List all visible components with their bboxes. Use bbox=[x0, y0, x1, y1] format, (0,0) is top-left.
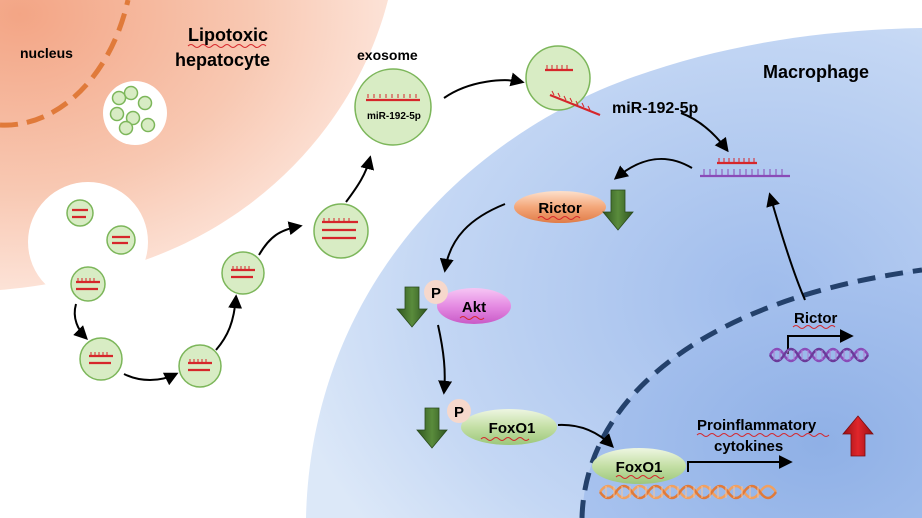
nucleus-envelope bbox=[0, 0, 131, 128]
akt-protein: Akt P bbox=[424, 280, 511, 324]
nuclear-foxo1-label: FoxO1 bbox=[616, 459, 663, 476]
foxo1-phospho-badge bbox=[447, 399, 471, 423]
hepatocyte-label-line2: hepatocyte bbox=[175, 50, 270, 70]
foxo1-protein: FoxO1 P bbox=[447, 399, 557, 445]
mirna-mrna-duplex bbox=[700, 158, 790, 178]
hepatocyte-label-line1: Lipotoxic bbox=[188, 25, 268, 45]
nucleus-label: nucleus bbox=[20, 45, 73, 61]
multivesicular-body bbox=[28, 182, 148, 302]
rictor-gene-label: Rictor bbox=[794, 310, 838, 327]
akt-phospho-badge bbox=[424, 280, 448, 304]
macrophage-label: Macrophage bbox=[763, 62, 869, 82]
rictor-protein: Rictor bbox=[514, 191, 606, 223]
cytokines-output: Proinflammatory cytokines bbox=[696, 415, 874, 457]
akt-phospho-decrease-arrow bbox=[396, 286, 428, 328]
foxo1-phospho-decrease-arrow bbox=[416, 407, 448, 449]
vesicle-2 bbox=[178, 344, 222, 388]
macrophage-mirna-label: miR-192-5p bbox=[612, 100, 698, 117]
vesicle-1 bbox=[79, 337, 123, 381]
cytokines-label-line2: cytokines bbox=[714, 438, 783, 455]
hepatocyte-cell: nucleus Lipotoxic hepatocyte bbox=[0, 0, 388, 302]
fused-exosome bbox=[525, 45, 601, 117]
akt-label: Akt bbox=[462, 299, 486, 316]
endosome-small bbox=[103, 81, 167, 145]
rictor-gene: Rictor bbox=[768, 310, 870, 363]
exosome-label: exosome bbox=[357, 47, 418, 63]
exosome: exosome miR-192-5p bbox=[354, 47, 432, 146]
vesicle-transport bbox=[72, 72, 854, 472]
akt-phospho-label: P bbox=[431, 285, 441, 302]
rictor-protein-label: Rictor bbox=[538, 200, 582, 217]
rictor-decrease-arrow bbox=[602, 189, 634, 231]
cytokines-increase-arrow bbox=[842, 415, 874, 457]
nuclear-foxo1-complex: FoxO1 bbox=[592, 448, 778, 500]
foxo1-phospho-label: P bbox=[454, 404, 464, 421]
exosome-cargo-label: miR-192-5p bbox=[367, 111, 421, 122]
cytokines-label-line1: Proinflammatory bbox=[697, 417, 817, 434]
vesicle-3 bbox=[221, 251, 265, 295]
foxo1-label: FoxO1 bbox=[489, 420, 536, 437]
mirna-label-group: miR-192-5p bbox=[612, 100, 698, 117]
